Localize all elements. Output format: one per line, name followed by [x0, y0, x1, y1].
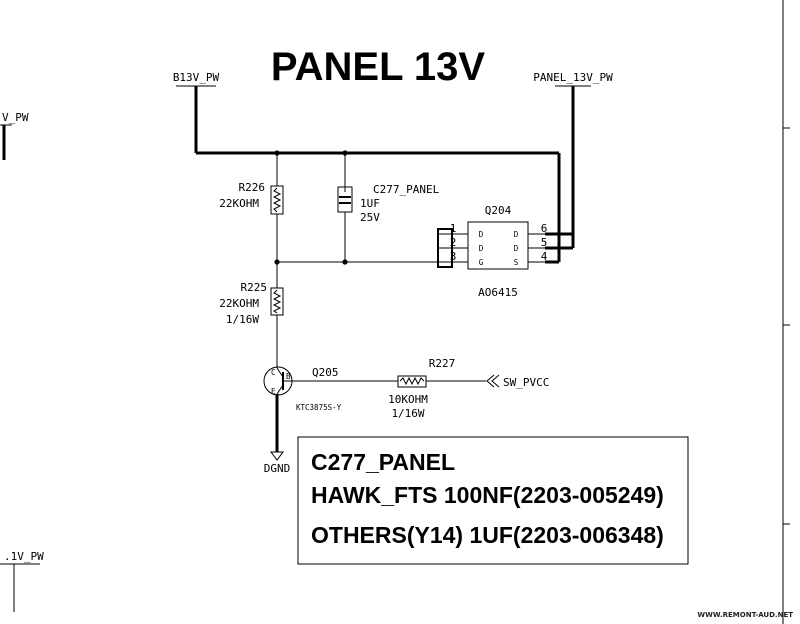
q205-part: KTC3875S-Y: [296, 403, 342, 412]
note-line-3: OTHERS(Y14) 1UF(2203-006348): [311, 522, 664, 548]
resistor-zigzag: [272, 289, 282, 314]
r226-value: 22KOHM: [219, 197, 259, 210]
resistor-zigzag: [272, 187, 282, 213]
q204-pin4: 4: [541, 250, 548, 263]
q205-emitter-leg: [276, 384, 284, 395]
resistor-r226: [270, 185, 284, 215]
net-label-left-top: V_PW: [2, 111, 29, 124]
q204-pin3: 3: [450, 250, 457, 263]
c277-value: 1UF: [360, 197, 380, 210]
watermark: WWW.REMONT-AUD.NET: [697, 611, 793, 619]
net-label-left-bottom: .1V_PW: [4, 550, 44, 563]
r226-ref: R226: [239, 181, 266, 194]
q204-part: AO6415: [478, 286, 518, 299]
q204-inner-d2: D: [479, 244, 484, 253]
note-line-2: HAWK_FTS 100NF(2203-005249): [311, 482, 664, 508]
net-label-sw-pvcc: SW_PVCC: [503, 376, 549, 389]
q204-ref: Q204: [485, 204, 512, 217]
q204-inner-g: G: [479, 258, 484, 267]
r227-value: 10KOHM: [388, 393, 428, 406]
q205-collector-leg: [276, 367, 284, 378]
offpage-connector-icon: [491, 374, 500, 388]
note-line-1: C277_PANEL: [311, 449, 455, 475]
c277-ref: C277_PANEL: [373, 183, 440, 196]
q204-inner-s: S: [514, 258, 519, 267]
q204-pin5: 5: [541, 236, 548, 249]
offpage-connector-icon: [486, 374, 495, 388]
c277-voltage: 25V: [360, 211, 380, 224]
q205-pin-e: E: [271, 387, 276, 396]
resistor-r225: [270, 287, 284, 316]
q205-ref: Q205: [312, 366, 339, 379]
r227-power: 1/16W: [391, 407, 424, 420]
resistor-zigzag: [399, 376, 425, 386]
q204-pin2: 2: [450, 236, 457, 249]
q205-pin-b: B: [286, 372, 291, 381]
note-box: [297, 436, 689, 565]
r225-value: 22KOHM: [219, 297, 259, 310]
r227-ref: R227: [429, 357, 456, 370]
net-label-b13v: B13V_PW: [173, 71, 220, 84]
ground-icon: [270, 451, 284, 461]
q204-inner-d1: D: [479, 230, 484, 239]
q204-inner-d6: D: [514, 230, 519, 239]
resistor-r227: [397, 375, 427, 388]
schematic-title: PANEL 13V: [271, 45, 485, 89]
r225-power: 1/16W: [226, 313, 259, 326]
q205-pin-c: C: [271, 368, 276, 377]
mosfet-q204: [467, 221, 529, 270]
q204-pin1: 1: [450, 222, 457, 235]
q204-inner-d5: D: [514, 244, 519, 253]
q204-pin6: 6: [541, 222, 548, 235]
r225-ref: R225: [241, 281, 268, 294]
net-label-panel13v: PANEL_13V_PW: [533, 71, 613, 84]
net-label-dgnd: DGND: [264, 462, 291, 475]
